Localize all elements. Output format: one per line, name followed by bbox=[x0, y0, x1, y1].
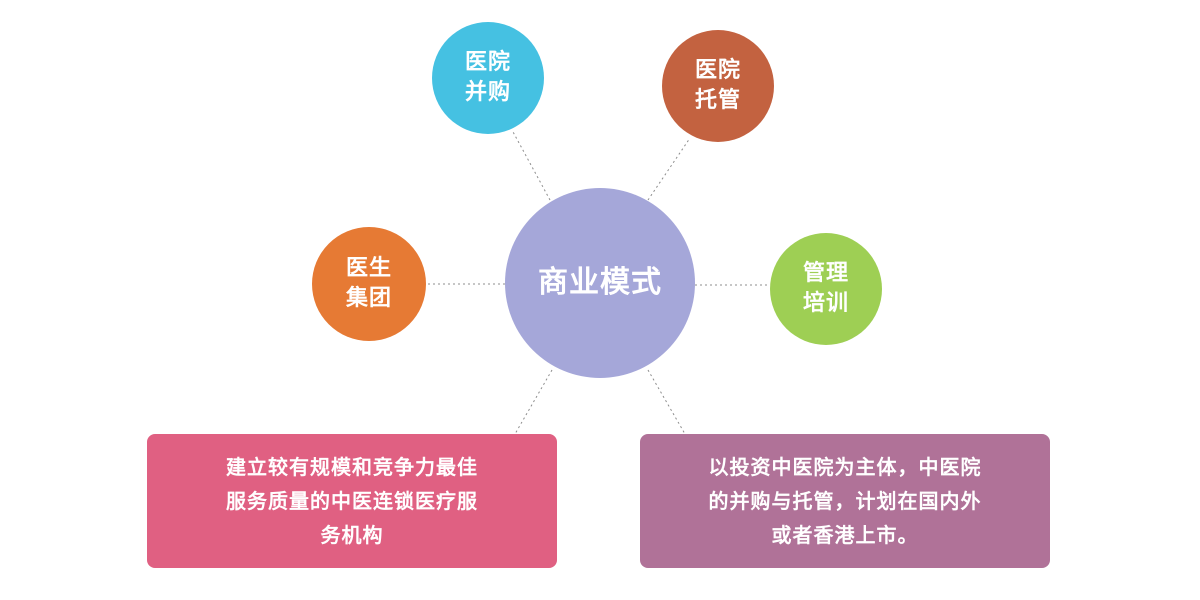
node-management-training-label: 管理 培训 bbox=[803, 259, 849, 318]
goal-box-right-line3: 或者香港上市。 bbox=[771, 523, 919, 547]
connector-merger bbox=[511, 129, 551, 201]
center-node: 商业模式 bbox=[505, 188, 695, 378]
goal-box-left-line1: 建立较有规模和竞争力最佳 bbox=[226, 455, 478, 479]
node-management-training: 管理 培训 bbox=[770, 233, 882, 345]
connector-trusteeship bbox=[647, 137, 691, 201]
node-hospital-merger-line2: 并购 bbox=[464, 80, 511, 105]
node-doctor-group-line2: 集团 bbox=[345, 286, 392, 311]
goal-box-left-line2: 服务质量的中医连锁医疗服 bbox=[226, 489, 478, 513]
goal-box-left: 建立较有规模和竞争力最佳 服务质量的中医连锁医疗服 务机构 bbox=[147, 434, 557, 568]
goal-box-left-text: 建立较有规模和竞争力最佳 服务质量的中医连锁医疗服 务机构 bbox=[226, 450, 478, 552]
goal-box-right-text: 以投资中医院为主体，中医院 的并购与托管，计划在国内外 或者香港上市。 bbox=[709, 450, 982, 552]
connector-left-box bbox=[514, 369, 553, 435]
node-hospital-trusteeship-line2: 托管 bbox=[694, 88, 741, 113]
node-management-training-line2: 培训 bbox=[802, 291, 849, 316]
node-doctor-group-line1: 医生 bbox=[345, 256, 392, 282]
node-hospital-trusteeship: 医院 托管 bbox=[662, 30, 774, 142]
goal-box-right-line2: 的并购与托管，计划在国内外 bbox=[708, 489, 982, 513]
connector-right-box bbox=[647, 369, 686, 435]
goal-box-right: 以投资中医院为主体，中医院 的并购与托管，计划在国内外 或者香港上市。 bbox=[640, 434, 1050, 568]
node-hospital-merger-line1: 医院 bbox=[464, 50, 511, 76]
goal-box-left-line3: 务机构 bbox=[320, 523, 384, 547]
node-hospital-trusteeship-line1: 医院 bbox=[694, 58, 741, 84]
node-hospital-merger: 医院 并购 bbox=[432, 22, 544, 134]
center-label: 商业模式 bbox=[538, 264, 662, 300]
goal-box-right-line1: 以投资中医院为主体，中医院 bbox=[708, 455, 982, 479]
node-hospital-merger-label: 医院 并购 bbox=[465, 48, 511, 107]
node-doctor-group-label: 医生 集团 bbox=[346, 254, 392, 313]
node-management-training-line1: 管理 bbox=[802, 261, 849, 287]
node-doctor-group: 医生 集团 bbox=[312, 227, 426, 341]
node-hospital-trusteeship-label: 医院 托管 bbox=[695, 56, 741, 115]
